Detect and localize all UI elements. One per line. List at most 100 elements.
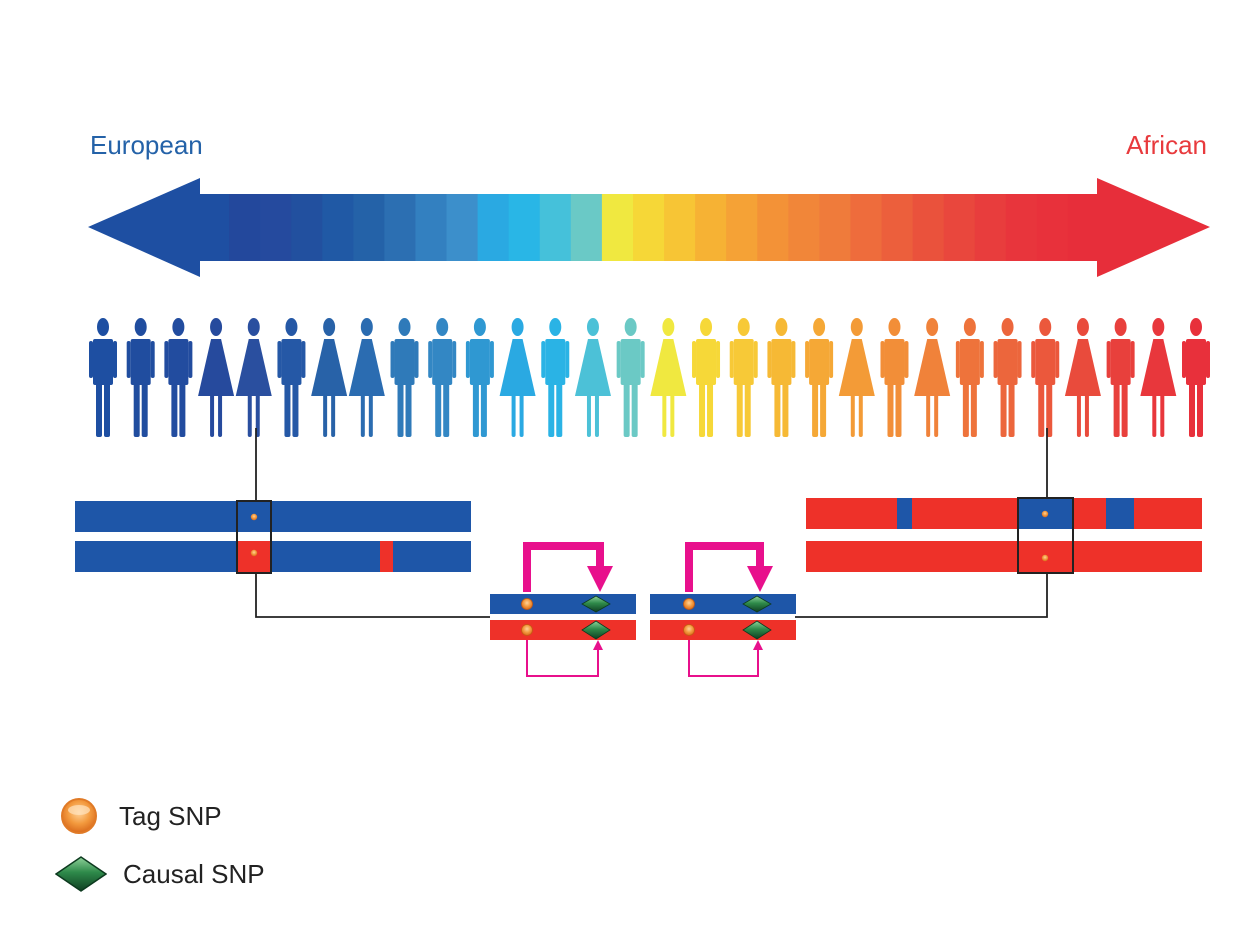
male-figure-icon xyxy=(428,318,457,437)
spectrum-strip xyxy=(632,194,665,261)
female-figure-icon xyxy=(650,318,687,437)
strong-regulatory-arrow xyxy=(685,542,764,592)
female-figure-icon xyxy=(499,318,536,437)
male-figure-icon xyxy=(1182,318,1210,437)
male-figure-icon xyxy=(390,318,419,437)
spectrum-strip xyxy=(229,194,261,261)
spectrum-strip xyxy=(912,194,945,261)
strong-regulatory-arrowhead xyxy=(747,566,773,592)
spectrum-strip xyxy=(819,194,852,261)
spectrum-strip xyxy=(570,194,603,261)
tag-snp-marker xyxy=(521,624,533,636)
male-figure-icon xyxy=(805,318,834,437)
spectrum-strip xyxy=(974,194,1007,261)
spectrum-strip xyxy=(726,194,759,261)
male-figure-icon xyxy=(1031,318,1060,437)
locus-highlight-box xyxy=(1017,497,1074,574)
spectrum-strip xyxy=(601,194,634,261)
causal-snp-marker xyxy=(742,595,772,613)
spectrum-strip xyxy=(850,194,883,261)
ancestry-spectrum-arrow xyxy=(88,178,1210,277)
locus-highlight-box xyxy=(236,500,272,574)
male-figure-icon xyxy=(89,318,117,437)
european-segment xyxy=(1106,498,1134,529)
tag-snp-marker xyxy=(683,624,695,636)
causal-snp-marker xyxy=(581,620,611,640)
african-locus-zoom xyxy=(650,542,796,677)
spectrum-strip xyxy=(539,194,572,261)
european-label: European xyxy=(90,130,203,160)
spectrum-strip xyxy=(695,194,727,261)
tag-snp-marker xyxy=(521,598,533,610)
strong-regulatory-arrowhead xyxy=(587,566,613,592)
female-figure-icon xyxy=(1064,318,1101,437)
legend-item-tag-snp: Tag SNP xyxy=(55,796,222,836)
tag-snp-marker xyxy=(683,598,695,610)
legend-causal-snp-label: Causal SNP xyxy=(123,858,265,889)
red-haplotype xyxy=(650,620,796,640)
spectrum-strip xyxy=(757,194,790,261)
male-figure-icon xyxy=(126,318,155,437)
spectrum-strip xyxy=(322,194,355,261)
female-figure-icon xyxy=(838,318,875,437)
spectrum-strip xyxy=(260,194,293,261)
right-arrowhead xyxy=(1097,178,1210,277)
tag-snp-marker xyxy=(250,549,258,557)
male-figure-icon xyxy=(616,318,645,437)
female-figure-icon xyxy=(574,318,611,437)
african-chromosome-bottom xyxy=(806,541,1202,572)
tag-snp-marker xyxy=(250,513,258,521)
spectrum-strip xyxy=(788,194,821,261)
spectrum-strip xyxy=(1005,194,1038,261)
african-segment xyxy=(380,541,393,572)
legend-item-causal-snp: Causal SNP xyxy=(55,854,265,894)
female-figure-icon xyxy=(311,318,348,437)
female-figure-icon xyxy=(348,318,385,437)
female-figure-icon xyxy=(1140,318,1177,437)
red-haplotype xyxy=(490,620,636,640)
female-figure-icon xyxy=(914,318,951,437)
tag-snp-icon xyxy=(61,798,97,834)
male-figure-icon xyxy=(541,318,570,437)
spectrum-strip xyxy=(198,194,230,261)
connector-lines xyxy=(255,428,1048,618)
female-figure-icon xyxy=(198,318,235,437)
spectrum-strip xyxy=(477,194,510,261)
male-figure-icon xyxy=(993,318,1022,437)
tag-snp-marker xyxy=(1041,510,1049,518)
male-figure-icon xyxy=(955,318,984,437)
male-figure-icon xyxy=(277,318,306,437)
european-chromosome-bottom xyxy=(75,541,471,572)
left-arrowhead xyxy=(88,178,200,277)
male-figure-icon xyxy=(767,318,796,437)
spectrum-strip xyxy=(353,194,386,261)
legend-tag-snp-label: Tag SNP xyxy=(119,800,222,831)
weak-regulatory-arrow xyxy=(526,640,599,677)
male-figure-icon xyxy=(729,318,758,437)
african-segment xyxy=(237,541,271,572)
blue-haplotype xyxy=(650,594,796,614)
male-figure-icon xyxy=(164,318,193,437)
causal-snp-icon xyxy=(55,856,107,892)
spectrum-strip xyxy=(508,194,541,261)
african-label: African xyxy=(1126,130,1207,160)
european-segment xyxy=(897,498,912,529)
spectrum-strip xyxy=(291,194,324,261)
strong-regulatory-arrow xyxy=(523,542,604,592)
spectrum-strip xyxy=(1036,194,1069,261)
african-chromosomes xyxy=(806,497,1202,574)
blue-haplotype xyxy=(490,594,636,614)
tag-snp-marker xyxy=(1041,554,1049,562)
male-figure-icon xyxy=(692,318,721,437)
european-locus-zoom xyxy=(490,542,636,677)
male-figure-icon xyxy=(880,318,909,437)
spectrum-strip xyxy=(384,194,417,261)
spectrum-strip xyxy=(664,194,696,261)
weak-regulatory-arrow xyxy=(688,640,759,677)
population-row xyxy=(89,318,1210,437)
female-figure-icon xyxy=(235,318,272,437)
european-chromosome-top xyxy=(75,501,471,532)
weak-regulatory-arrowhead xyxy=(753,640,763,650)
spectrum-strips xyxy=(198,194,1100,261)
